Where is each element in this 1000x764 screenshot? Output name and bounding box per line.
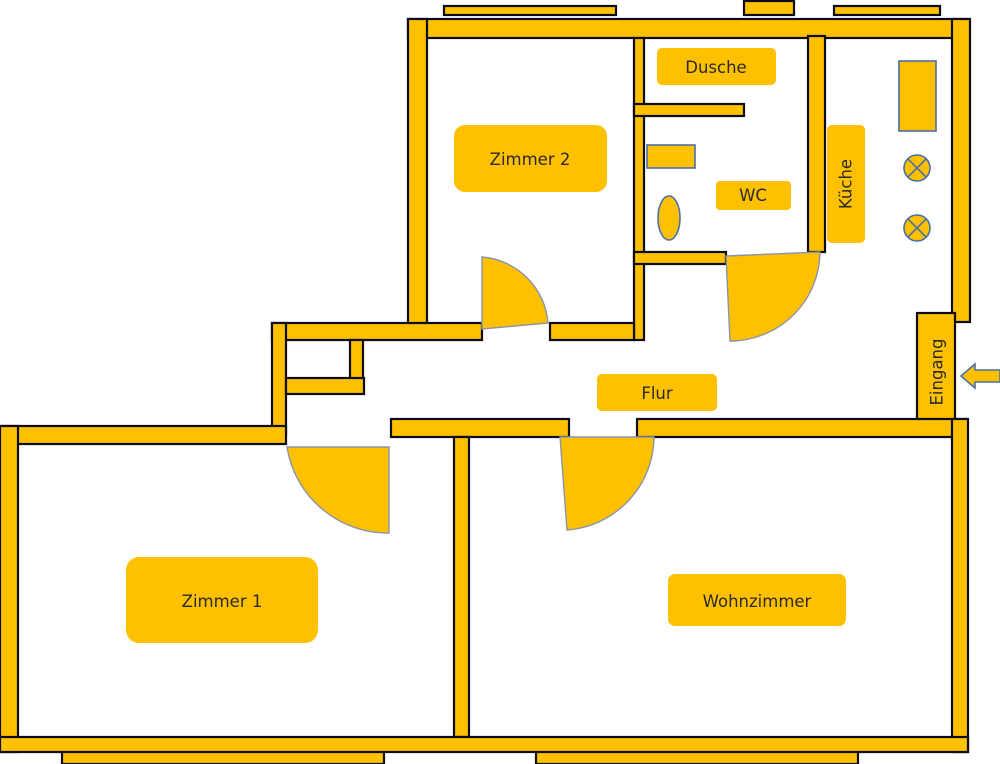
kueche-label: Küche (837, 159, 856, 209)
wc-label-box (716, 181, 791, 210)
kitchen-counter-icon (898, 60, 937, 132)
burner-cross-icon (903, 214, 931, 242)
window-top-middle (742, 0, 796, 17)
wall-zimmer2-bottom-right (548, 321, 636, 342)
wall-living-top (635, 417, 969, 439)
fixtures (646, 60, 1000, 390)
dusche-label-box (657, 48, 776, 85)
wohnzimmer-label: Wohnzimmer (703, 592, 812, 611)
flur-label-box (597, 374, 717, 411)
wall-left (0, 424, 20, 754)
zimmer2-label-box (454, 125, 607, 192)
wall-zimmer2-bottom-left (270, 321, 484, 342)
wall-zimmer2-bath (632, 36, 646, 342)
window-top-right (832, 4, 942, 17)
zimmer1-label: Zimmer 1 (182, 592, 263, 611)
door-wohnzimmer[interactable] (559, 436, 655, 531)
wall-zimmer1-top (0, 424, 288, 446)
window-top-left (442, 4, 618, 17)
eingang-label: Eingang (928, 339, 947, 406)
kueche-label-box (827, 125, 865, 243)
burner-cross-icon (903, 154, 931, 182)
entry-arrow-icon (959, 362, 1000, 390)
wall-shower-wc (632, 102, 746, 118)
door-bath[interactable] (725, 251, 821, 342)
wc-label: WC (739, 186, 767, 205)
wall-bath-bottom (632, 250, 728, 266)
walls (0, 17, 972, 754)
flur-label: Flur (641, 384, 673, 403)
zimmer2-label: Zimmer 2 (490, 150, 571, 169)
windows (60, 0, 942, 764)
doors (286, 251, 821, 534)
zimmer1-label-box (126, 557, 318, 643)
wall-right-living (950, 417, 970, 754)
dusche-label: Dusche (685, 58, 746, 77)
door-zimmer1[interactable] (286, 446, 390, 534)
door-zimmer2[interactable] (481, 256, 549, 330)
wall-right-kitchen (950, 17, 972, 324)
wall-bottom (0, 735, 970, 754)
wall-left-zimmer2 (406, 17, 429, 326)
toilet-icon (657, 195, 681, 241)
wall-closet-shelf (284, 376, 366, 396)
wall-bath-kitchen (806, 34, 827, 254)
wall-closet-post (348, 338, 365, 382)
sink-icon (646, 144, 696, 169)
wall-middle-top (389, 417, 571, 439)
wall-closet-left (270, 321, 288, 437)
room-labels: Zimmer 2 Dusche WC Küche Flur Eingang Zi… (126, 48, 947, 643)
wohnzimmer-label-box (668, 574, 846, 626)
wall-zimmer1-living (452, 435, 471, 739)
wall-top (406, 17, 970, 40)
